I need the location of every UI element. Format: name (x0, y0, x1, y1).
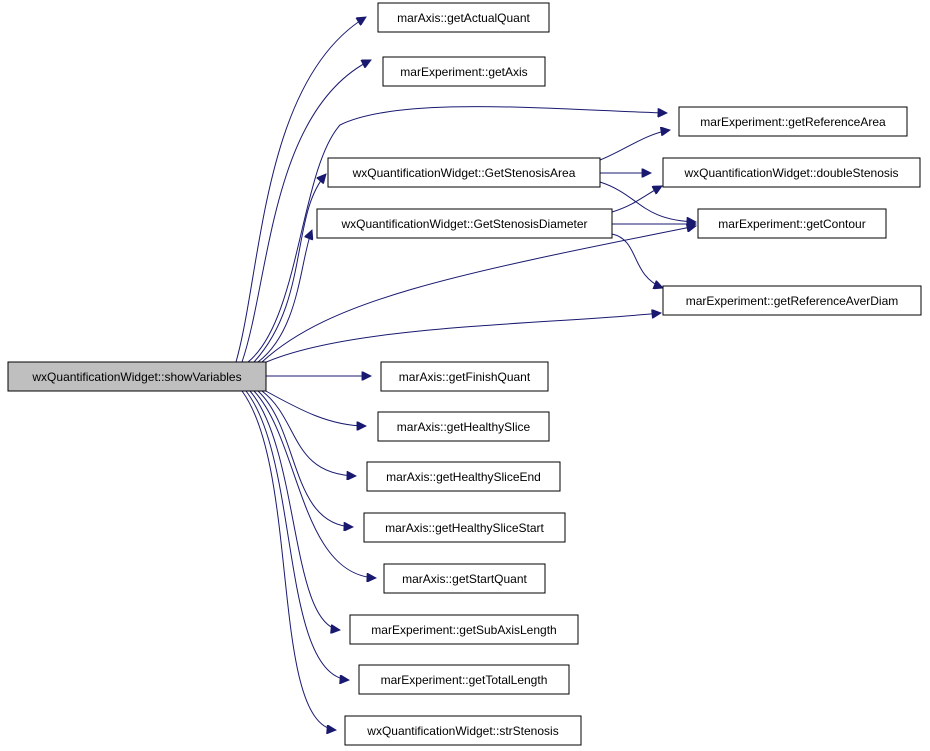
node-getFinishQuant[interactable]: marAxis::getFinishQuant (380, 361, 549, 392)
edge-getStenosisDiameter-to-doubleStenosis (611, 186, 662, 213)
node-strStenosis[interactable]: wxQuantificationWidget::strStenosis (344, 715, 582, 746)
node-label-getHealthySliceEnd: marAxis::getHealthySliceEnd (386, 470, 541, 484)
edge-root-to-getReferenceArea (247, 106, 667, 363)
edge-root-to-getHealthySliceStart (257, 390, 353, 527)
node-label-doubleStenosis: wxQuantificationWidget::doubleStenosis (683, 166, 898, 180)
node-label-getStenosisArea: wxQuantificationWidget::GetStenosisArea (352, 166, 576, 180)
node-getReferenceArea[interactable]: marExperiment::getReferenceArea (678, 106, 908, 137)
edge-root-to-getAxis (241, 60, 371, 363)
edge-root-to-strStenosis (241, 390, 336, 730)
node-label-root: wxQuantificationWidget::showVariables (31, 370, 241, 384)
node-label-getHealthySlice: marAxis::getHealthySlice (397, 420, 531, 434)
node-getActualQuant[interactable]: marAxis::getActualQuant (377, 2, 550, 33)
edge-root-to-getHealthySlice (263, 389, 366, 426)
edge-root-to-getContour (261, 226, 696, 363)
node-getHealthySliceStart[interactable]: marAxis::getHealthySliceStart (363, 512, 566, 543)
edge-getStenosisDiameter-to-getReferenceAverDiam (611, 233, 663, 288)
node-label-getReferenceAverDiam: marExperiment::getReferenceAverDiam (686, 294, 899, 308)
edge-root-to-getSubAxisLength (249, 390, 340, 630)
edge-root-to-getReferenceAverDiam (263, 313, 661, 364)
node-getReferenceAverDiam[interactable]: marExperiment::getReferenceAverDiam (662, 285, 922, 316)
node-getAxis[interactable]: marExperiment::getAxis (382, 56, 546, 87)
node-label-getHealthySliceStart: marAxis::getHealthySliceStart (385, 521, 544, 535)
node-getStenosisArea[interactable]: wxQuantificationWidget::GetStenosisArea (327, 157, 601, 188)
node-getStenosisDiameter[interactable]: wxQuantificationWidget::GetStenosisDiame… (316, 208, 613, 239)
edge-root-to-getHealthySliceEnd (261, 390, 356, 476)
node-getHealthySlice[interactable]: marAxis::getHealthySlice (377, 411, 550, 442)
edge-root-to-getStenosisDiameter (257, 230, 312, 363)
node-label-getTotalLength: marExperiment::getTotalLength (381, 673, 548, 687)
node-label-getActualQuant: marAxis::getActualQuant (397, 11, 530, 25)
node-label-strStenosis: wxQuantificationWidget::strStenosis (366, 724, 558, 738)
node-doubleStenosis[interactable]: wxQuantificationWidget::doubleStenosis (662, 157, 921, 188)
node-label-getStartQuant: marAxis::getStartQuant (402, 572, 527, 586)
node-getTotalLength[interactable]: marExperiment::getTotalLength (358, 664, 570, 695)
node-label-getReferenceArea: marExperiment::getReferenceArea (700, 115, 886, 129)
node-getSubAxisLength[interactable]: marExperiment::getSubAxisLength (349, 614, 579, 645)
edge-root-to-getStartQuant (253, 390, 376, 578)
edges (235, 17, 696, 730)
edge-root-to-getActualQuant (235, 17, 366, 363)
node-label-getAxis: marExperiment::getAxis (400, 65, 527, 79)
node-label-getSubAxisLength: marExperiment::getSubAxisLength (371, 623, 556, 637)
node-getStartQuant[interactable]: marAxis::getStartQuant (383, 563, 546, 594)
node-label-getContour: marExperiment::getContour (718, 217, 865, 231)
node-root[interactable]: wxQuantificationWidget::showVariables (7, 361, 267, 392)
node-label-getStenosisDiameter: wxQuantificationWidget::GetStenosisDiame… (340, 217, 587, 231)
edge-root-to-getTotalLength (245, 390, 349, 680)
edge-getStenosisArea-to-getContour (599, 181, 696, 222)
edge-root-to-getStenosisArea (253, 174, 326, 363)
node-getHealthySliceEnd[interactable]: marAxis::getHealthySliceEnd (366, 461, 561, 492)
node-label-getFinishQuant: marAxis::getFinishQuant (399, 370, 531, 384)
node-getContour[interactable]: marExperiment::getContour (697, 208, 887, 239)
edge-getStenosisArea-to-getReferenceArea (599, 130, 670, 161)
nodes: wxQuantificationWidget::showVariables ma… (7, 2, 922, 746)
